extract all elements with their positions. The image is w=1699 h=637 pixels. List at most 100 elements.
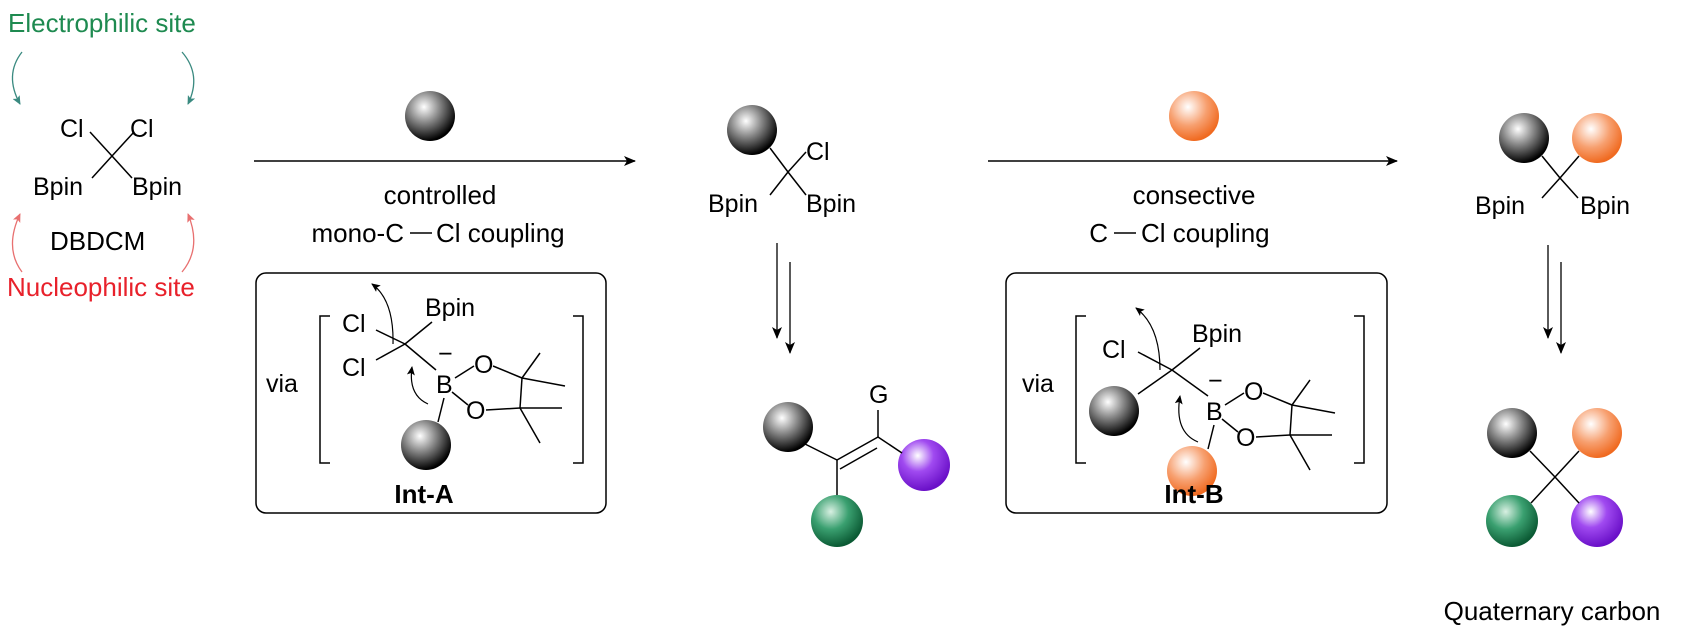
int-a-bpin: Bpin	[425, 294, 475, 322]
int-b-methyl-2	[1291, 404, 1336, 414]
int-a-curved-arrow-cl	[371, 283, 394, 345]
step2-condition-line1: consective	[1133, 180, 1256, 210]
int-b-label: Int-B	[1164, 479, 1223, 509]
black-ball-reagent	[405, 91, 455, 141]
int-a-boron: B	[436, 371, 453, 399]
reagent-dbdcm: Electrophilic site Cl Cl Bpin Bpin DBDCM…	[7, 8, 196, 302]
product2-bpin-right: Bpin	[1580, 192, 1630, 220]
dbdcm-bond-1	[89, 131, 113, 157]
dbdcm-bond-4	[111, 155, 133, 179]
quat-bond-black	[1529, 450, 1556, 478]
alkene-bond-purple	[877, 436, 903, 454]
alkene-bond-black	[804, 443, 838, 461]
alkene-black-ball	[763, 402, 813, 452]
int-b-oxygen-2: O	[1236, 424, 1255, 452]
int-b-bond-o1-c	[1262, 392, 1293, 406]
int-a-bracket-right	[573, 315, 584, 464]
alkene-purple-ball	[898, 439, 950, 491]
int-a-methyl-2	[521, 377, 566, 387]
int-a-bond-c-cl1	[375, 329, 406, 345]
alkene-g: G	[869, 381, 888, 409]
dbdcm-cl-right: Cl	[130, 115, 154, 143]
product2-bpin-left: Bpin	[1475, 192, 1525, 220]
orange-ball-reagent	[1169, 91, 1219, 141]
product2-bond-orange	[1559, 155, 1580, 179]
step2: consective C Cl coupling via Cl Bpin B −…	[988, 91, 1398, 514]
int-b-methyl-4	[1289, 434, 1311, 471]
step2-condition-line2-pre: C	[1089, 218, 1108, 248]
product1-bond-bpin-right	[787, 171, 807, 196]
alkene-green-ball	[811, 495, 863, 547]
product1-bond-ball	[769, 147, 789, 173]
electrophilic-arrow-right	[181, 51, 196, 105]
int-b-black-ball	[1089, 386, 1139, 436]
step1-condition-line2-pre: mono-C	[312, 218, 404, 248]
step1: controlled mono-C Cl coupling via Cl Cl …	[254, 91, 636, 514]
int-a-methyl-1	[521, 352, 541, 379]
int-a-bracket-left	[319, 315, 330, 464]
int-b-bond-c-cl	[1137, 351, 1173, 371]
quat-bond-green	[1530, 476, 1556, 504]
step2-condition-line2-post: Cl coupling	[1141, 218, 1270, 248]
int-b-bond-b-o2	[1221, 418, 1239, 433]
quat-bond-purple	[1554, 476, 1580, 504]
quat-green-ball	[1486, 495, 1538, 547]
quaternary-carbon-caption: Quaternary carbon	[1444, 596, 1661, 626]
step1-condition-line2-post: Cl coupling	[436, 218, 565, 248]
int-a-bond-c-cl2	[375, 343, 406, 361]
product1-black-ball	[727, 105, 777, 155]
int-b-bond-c-b	[1171, 369, 1209, 397]
quat-bond-orange	[1554, 450, 1580, 478]
int-b-bond-o2-c	[1255, 434, 1291, 438]
int-a-curved-arrow-b	[406, 366, 429, 405]
int-a-oxygen-1: O	[474, 351, 493, 379]
int-a-bond-b-o2	[451, 391, 469, 406]
int-b-bond-b-ball	[1207, 424, 1215, 450]
int-a-black-ball	[401, 420, 451, 470]
dbdcm-bond-3	[91, 155, 113, 179]
int-a-via: via	[266, 370, 298, 398]
int-a-cl-bottom: Cl	[342, 354, 366, 382]
product1-cl: Cl	[806, 138, 830, 166]
int-b-bpin: Bpin	[1192, 320, 1242, 348]
quat-purple-ball	[1571, 495, 1623, 547]
quat-orange-ball	[1572, 408, 1622, 458]
int-b-bond-b-o1	[1224, 392, 1245, 406]
int-a-box	[255, 272, 607, 514]
nucleophilic-arrow-left	[11, 213, 23, 273]
int-a-oxygen-2: O	[466, 397, 485, 425]
nucleophilic-site-label: Nucleophilic site	[7, 272, 195, 302]
dbdcm-bond-2	[111, 131, 135, 157]
nucleophilic-arrow-right	[181, 213, 195, 273]
int-b-bond-c-bpin	[1171, 347, 1201, 371]
quat-black-ball	[1487, 408, 1537, 458]
product2-bond-black	[1541, 155, 1561, 179]
int-b-cl: Cl	[1102, 336, 1126, 364]
electrophilic-arrow-left	[11, 51, 23, 105]
int-b-methyl-1	[1291, 379, 1311, 406]
product2: Bpin Bpin Quaternary carbon	[1444, 113, 1661, 626]
int-b-bond-c-c	[1289, 404, 1293, 436]
alkene-double-bond-1	[836, 436, 879, 461]
int-a-label: Int-A	[394, 479, 453, 509]
product1-bond-cl	[787, 151, 807, 173]
product2-orange-ball	[1572, 113, 1622, 163]
dbdcm-name: DBDCM	[50, 226, 145, 256]
int-a-bond-c-b	[404, 343, 437, 371]
product1-bpin-left: Bpin	[708, 190, 758, 218]
product2-bond-bpin-left	[1541, 177, 1561, 199]
int-b-via: via	[1022, 370, 1054, 398]
int-a-bond-o1-c	[492, 365, 523, 379]
product2-black-ball	[1499, 113, 1549, 163]
product1-bond-bpin-left	[769, 171, 789, 196]
int-a-bond-b-ball	[437, 397, 445, 423]
alkene-double-bond-2	[839, 447, 878, 470]
step1-condition-line1: controlled	[384, 180, 497, 210]
int-a-minus: −	[438, 340, 453, 368]
dbdcm-bpin-right: Bpin	[132, 173, 182, 201]
int-b-curved-arrow-cl	[1135, 307, 1161, 371]
int-b-boron: B	[1206, 398, 1223, 426]
int-a-bond-o2-c	[485, 407, 521, 411]
dbdcm-bpin-left: Bpin	[33, 173, 83, 201]
